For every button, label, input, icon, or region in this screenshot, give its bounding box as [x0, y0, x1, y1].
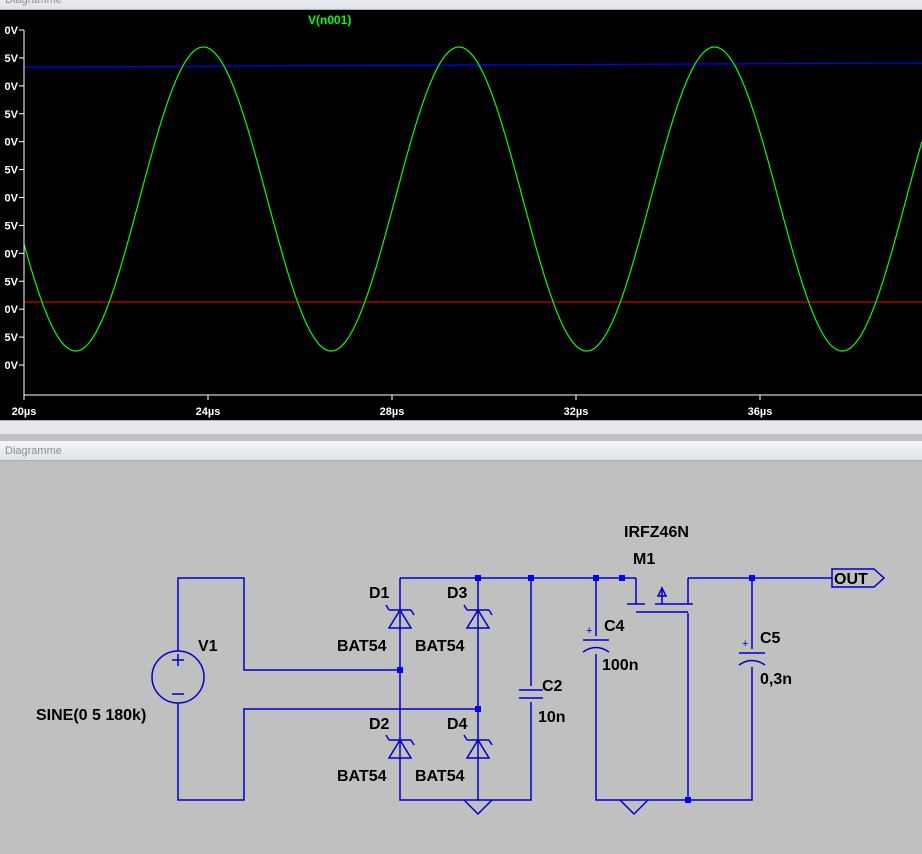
y-tick-label: 0V [5, 137, 19, 149]
d1-model-label[interactable]: BAT54 [337, 638, 387, 655]
y-tick-label: 5V [5, 276, 19, 288]
y-tick-label: 5V [5, 109, 19, 121]
svg-text:+: + [586, 625, 592, 637]
d3-model-label[interactable]: BAT54 [415, 638, 465, 655]
c2-value-label[interactable]: 10n [538, 709, 566, 726]
y-tick-label: 5V [5, 332, 19, 344]
y-tick-label: 0V [5, 360, 19, 372]
blue-reference-line [23, 62, 922, 68]
m1-model-label[interactable]: IRFZ46N [624, 524, 689, 541]
ground-icon[interactable] [463, 799, 493, 816]
plot-window-frame [0, 420, 922, 435]
d1-name-label[interactable]: D1 [369, 585, 390, 602]
y-axis: 0V 5V 0V 5V 0V 5V 0V 5V 0V 5V 0V 5V 0V [5, 25, 24, 372]
d3-name-label[interactable]: D3 [447, 585, 468, 602]
d4-name-label[interactable]: D4 [447, 716, 468, 733]
svg-text:+: + [742, 638, 748, 650]
x-tick-label: 32µs [564, 406, 589, 418]
v1-name-label[interactable]: V1 [198, 638, 218, 655]
mosfet-m1[interactable] [622, 577, 693, 613]
waveform-plot[interactable]: 0V 5V 0V 5V 0V 5V 0V 5V 0V 5V 0V 5V 0V 20µs 24µs 28µs 3… [0, 0, 922, 420]
y-tick-label: 5V [5, 165, 19, 177]
diode-d1[interactable] [385, 604, 415, 629]
wires [177, 577, 832, 801]
c5-value-label[interactable]: 0,3n [760, 671, 792, 688]
x-tick-label: 20µs [12, 406, 37, 418]
y-tick-label: 5V [5, 53, 19, 65]
plot-window-title[interactable]: Diagramme [0, 0, 922, 10]
y-tick-label: 0V [5, 304, 19, 316]
c4-name-label[interactable]: C4 [604, 618, 625, 635]
schematic-pane[interactable]: Diagramme V1 SINE(0 5 180k) [0, 434, 922, 854]
voltage-source-v1[interactable] [151, 650, 205, 704]
output-port-label[interactable]: OUT [834, 571, 868, 588]
y-tick-label: 0V [5, 81, 19, 93]
capacitor-c4[interactable]: + [582, 625, 610, 654]
d4-model-label[interactable]: BAT54 [415, 768, 465, 785]
schematic-canvas[interactable]: V1 SINE(0 5 180k) [0, 434, 922, 854]
d2-name-label[interactable]: D2 [369, 716, 390, 733]
trace-label[interactable]: V(n001) [308, 13, 351, 27]
x-axis: 20µs 24µs 28µs 32µs 36µs [12, 395, 773, 418]
y-tick-label: 5V [5, 220, 19, 232]
y-tick-label: 0V [5, 193, 19, 205]
x-tick-label: 24µs [196, 406, 221, 418]
m1-name-label[interactable]: M1 [633, 551, 655, 568]
c4-value-label[interactable]: 100n [602, 657, 638, 674]
diode-d4[interactable] [463, 734, 493, 759]
capacitor-c2[interactable] [519, 686, 543, 702]
x-tick-label: 36µs [748, 406, 773, 418]
output-port[interactable] [831, 568, 886, 588]
waveform-plot-pane[interactable]: Diagramme 0V 5V 0V 5V 0V 5V 0V 5V 0V 5V 0V 5V 0V 20µ… [0, 0, 922, 435]
ground-icon[interactable] [619, 799, 649, 816]
schematic-window-title[interactable]: Diagramme [0, 441, 922, 461]
x-tick-label: 28µs [380, 406, 405, 418]
c5-name-label[interactable]: C5 [760, 630, 781, 647]
junction-nodes [397, 575, 755, 803]
y-tick-label: 0V [5, 25, 19, 37]
trace-v-n001 [23, 46, 922, 352]
diode-d2[interactable] [385, 734, 415, 759]
c2-name-label[interactable]: C2 [542, 678, 563, 695]
diode-d3[interactable] [463, 604, 493, 629]
v1-value-label[interactable]: SINE(0 5 180k) [36, 707, 146, 724]
d2-model-label[interactable]: BAT54 [337, 768, 387, 785]
capacitor-c5[interactable]: + [738, 638, 766, 667]
y-tick-label: 0V [5, 248, 19, 260]
